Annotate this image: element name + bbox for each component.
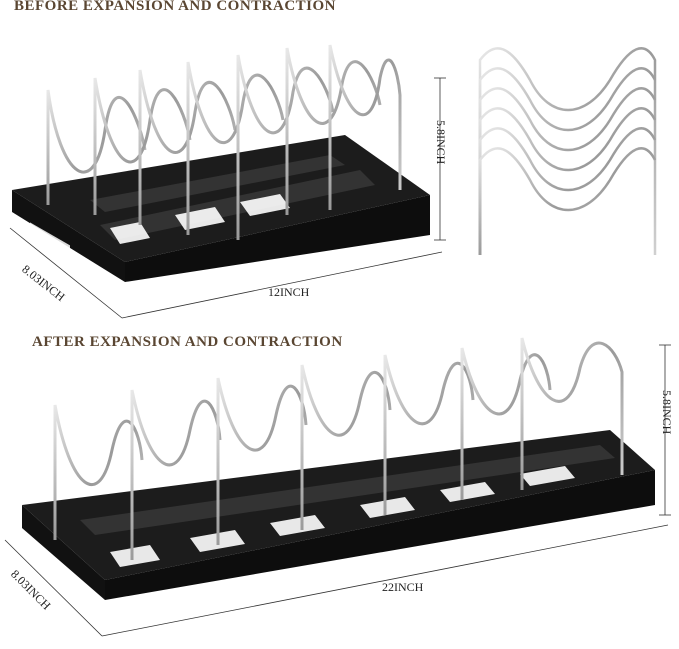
label-height-after: 5.8INCH (660, 390, 674, 435)
heading-before: BEFORE EXPANSION AND CONTRACTION (14, 0, 337, 14)
width-dimension-line-expanded (101, 524, 669, 637)
depth-dimension-line-expanded (4, 539, 103, 637)
heading-after: AFTER EXPANSION AND CONTRACTION (32, 334, 343, 350)
width-dimension-line (121, 251, 443, 319)
label-height-before: 5.8INCH (434, 120, 448, 165)
wire-divider-stack (478, 47, 657, 255)
label-width-before: 12INCH (268, 285, 310, 299)
depth-dimension-line (9, 227, 123, 319)
compact-rack (12, 44, 430, 282)
label-width-after: 22INCH (382, 580, 424, 594)
expanded-rack (22, 337, 655, 600)
